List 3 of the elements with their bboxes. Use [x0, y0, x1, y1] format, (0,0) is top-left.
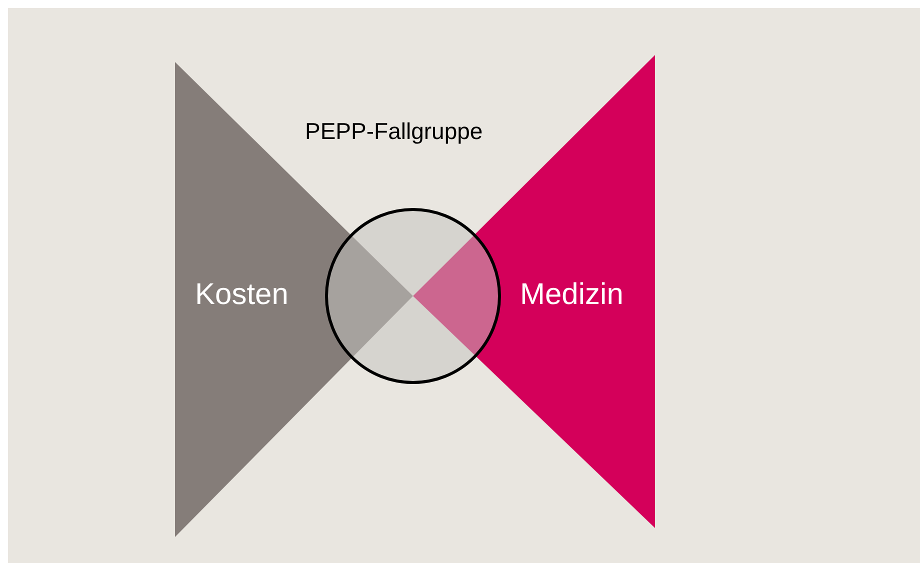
shape-label: Kosten	[195, 278, 288, 312]
shape-label: Medizin	[520, 278, 624, 312]
heading-label: PEPP-Fallgruppe	[305, 117, 483, 145]
